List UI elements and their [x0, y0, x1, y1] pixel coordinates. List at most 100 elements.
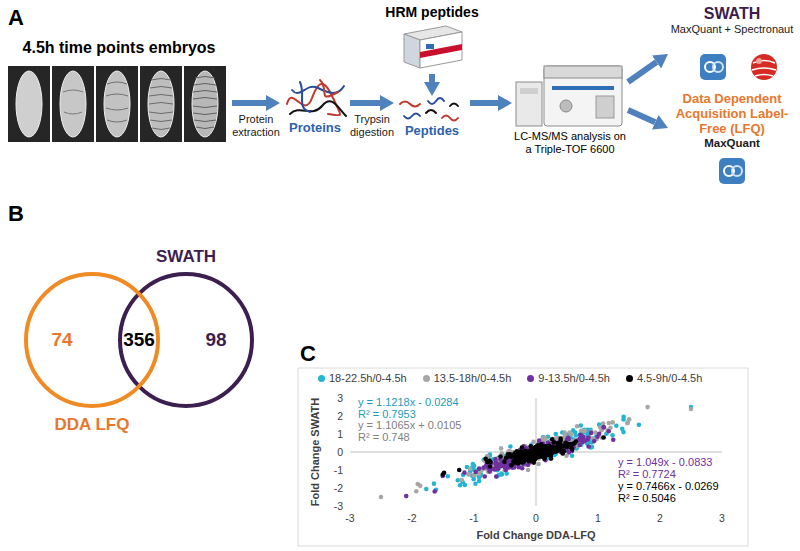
data-point — [498, 454, 503, 459]
edge-label: Trypsin digestion — [340, 113, 404, 139]
data-point — [534, 450, 539, 455]
tick-label: 3 — [337, 392, 343, 405]
flow-arrow — [628, 62, 657, 82]
software-label: MaxQuant — [668, 137, 796, 151]
data-point — [418, 484, 423, 489]
data-point — [610, 420, 615, 425]
data-point — [481, 465, 486, 470]
peptide-fragments — [400, 98, 458, 121]
tick-label: 3 — [719, 512, 725, 525]
data-point — [562, 430, 567, 435]
tick-label: -1 — [334, 464, 343, 477]
data-point — [505, 455, 510, 460]
data-point — [424, 487, 429, 492]
tick-label: 0 — [533, 512, 539, 525]
panel-letter: A — [8, 5, 24, 31]
data-point — [445, 474, 450, 479]
data-point — [528, 445, 533, 450]
maxquant-icon — [700, 54, 726, 80]
set-count: 74 — [42, 328, 82, 352]
data-point — [466, 472, 471, 477]
data-point — [532, 460, 537, 465]
data-point — [523, 448, 528, 453]
data-point — [579, 428, 584, 433]
method-title: SWATH — [668, 4, 796, 23]
data-point — [473, 470, 478, 475]
panel-heading: 4.5h time points embryos — [6, 38, 232, 57]
data-point — [442, 471, 447, 476]
data-point — [565, 445, 570, 450]
tick-label: 0 — [337, 446, 343, 459]
data-point — [508, 444, 513, 449]
flow-arrow — [470, 100, 498, 106]
r-squared: R² = 0.5046 — [616, 492, 678, 505]
legend-item: 18-22.5h/0-4.5h — [318, 372, 407, 384]
data-point — [592, 439, 597, 444]
legend-item: 4.5-9h/0-4.5h — [626, 372, 702, 384]
data-point — [482, 474, 487, 479]
legend-swatch — [527, 375, 534, 382]
data-point — [572, 441, 577, 446]
data-point — [587, 435, 592, 440]
panel-letter: C — [300, 341, 316, 367]
data-point — [500, 472, 505, 477]
tick-label: -2 — [407, 512, 416, 525]
data-point — [527, 455, 532, 460]
data-point — [502, 460, 507, 465]
data-point — [379, 495, 384, 500]
kit-label: HRM peptides — [377, 4, 487, 21]
data-point — [455, 478, 460, 483]
data-point — [477, 466, 482, 471]
legend-item: 9-13.5h/0-4.5h — [527, 372, 610, 384]
data-point — [494, 462, 499, 467]
legend-swatch — [626, 375, 633, 382]
tick-label: -3 — [334, 500, 343, 513]
legend-swatch — [318, 375, 325, 382]
maxquant-icon — [719, 158, 745, 184]
data-point — [499, 446, 504, 451]
data-point — [570, 447, 575, 452]
data-point — [488, 464, 493, 469]
overlap-count: 356 — [123, 329, 155, 352]
method-title: Data Dependent Acquisition Label-Free (L… — [668, 92, 796, 137]
set-label: DDA LFQ — [24, 413, 160, 437]
flow-arrow — [628, 110, 655, 122]
data-point — [689, 407, 694, 412]
data-point — [586, 444, 591, 449]
flow-arrow — [232, 100, 266, 106]
tick-label: -2 — [334, 482, 343, 495]
illustrated-step: Proteins — [280, 78, 350, 136]
legend-text: 13.5-18h/0-4.5h — [434, 372, 512, 384]
data-point — [414, 489, 419, 494]
data-point — [514, 449, 519, 454]
protein-chains — [287, 80, 346, 116]
axis-title: Fold Change DDA-LFQ — [476, 529, 595, 542]
spectronaut-icon — [751, 54, 777, 80]
data-point — [552, 440, 557, 445]
data-point — [566, 436, 571, 441]
data-point — [645, 405, 650, 410]
set-label: SWATH — [118, 245, 254, 269]
data-point — [606, 429, 611, 434]
data-point — [602, 425, 607, 430]
data-point — [589, 431, 594, 436]
data-point — [526, 468, 531, 473]
data-point — [404, 494, 409, 499]
data-point — [529, 445, 534, 450]
data-point — [432, 481, 437, 486]
data-point — [531, 439, 536, 444]
instrument: LC-MS/MS analysis on a Triple-TOF 6600 — [512, 60, 628, 156]
software-label: MaxQuant + Spectronaut — [668, 23, 796, 36]
illustrated-step: Peptides — [394, 96, 470, 139]
data-point — [597, 431, 602, 436]
data-point — [548, 453, 553, 458]
data-point — [534, 450, 539, 455]
legend-item: 13.5-18h/0-4.5h — [423, 372, 512, 384]
data-point — [567, 430, 572, 435]
tick-label: 2 — [657, 512, 663, 525]
data-point — [498, 463, 503, 468]
chart-frame — [298, 368, 748, 546]
axis-title: Fold Change SWATH — [309, 398, 322, 507]
data-point — [548, 444, 553, 449]
data-point — [499, 471, 504, 476]
